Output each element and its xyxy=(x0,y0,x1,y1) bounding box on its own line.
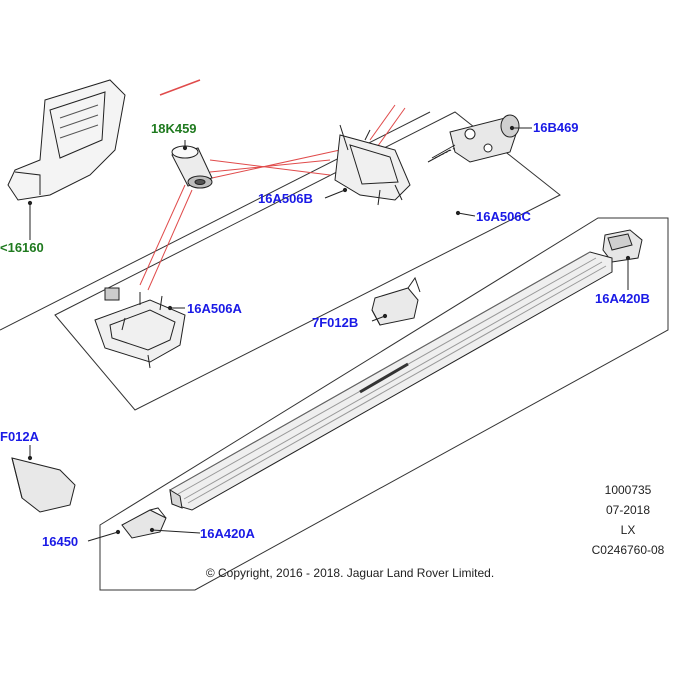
part-16A420B-end-cap xyxy=(602,229,643,263)
part-F012A-end-cap xyxy=(11,457,76,513)
lower-panel-outline xyxy=(99,217,669,591)
part-16450-running-board xyxy=(169,251,613,511)
diagram-date: 07-2018 xyxy=(605,503,651,517)
callout-F012A: F012A xyxy=(0,429,40,444)
red-leader-lines xyxy=(139,104,406,291)
diagram-model: LX xyxy=(620,523,636,537)
middle-panel-outline xyxy=(54,111,561,411)
callout-leaders xyxy=(27,125,631,542)
callout-16A506B: 16A506B xyxy=(258,191,313,206)
copyright-notice: © Copyright, 2016 - 2018. Jaguar Land Ro… xyxy=(205,566,495,580)
part-16A420A-end-cap xyxy=(121,507,167,539)
callout-16A420A: 16A420A xyxy=(200,526,255,541)
part-16B469-motor xyxy=(427,114,520,163)
part-18K459-bushing xyxy=(171,145,213,189)
part-16A506B-bracket xyxy=(334,124,411,206)
callout-16A420B: 16A420B xyxy=(595,291,650,306)
callout-16A506C: 16A506C xyxy=(476,209,531,224)
callout-16B469: 16B469 xyxy=(533,120,579,135)
callout-7F012B: 7F012B xyxy=(312,315,359,330)
callout-16A506A: 16A506A xyxy=(187,301,242,316)
callout-18K459: 18K459 xyxy=(151,121,197,136)
callout-16160: <16160 xyxy=(0,240,44,255)
diagram-code: C0246760-08 xyxy=(591,543,665,557)
diagram-ref-number: 1000735 xyxy=(604,483,652,497)
part-16A506A-bracket xyxy=(94,287,186,369)
part-16160-trim-panel xyxy=(7,79,126,201)
callout-16450: 16450 xyxy=(42,534,79,549)
upper-panel-top-edge xyxy=(159,79,201,96)
